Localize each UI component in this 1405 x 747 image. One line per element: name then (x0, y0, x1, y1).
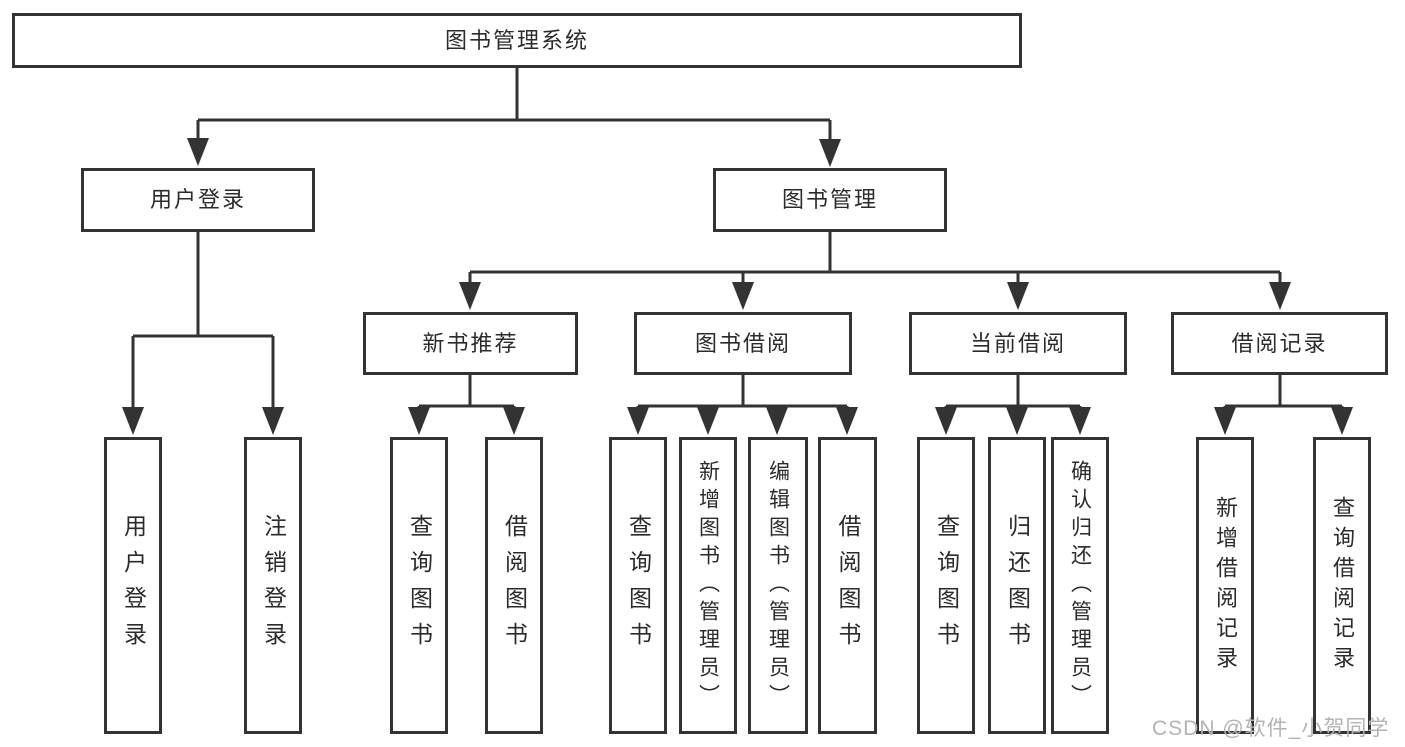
node-root-label: 图书管理系统 (444, 27, 589, 53)
watermark: CSDN @软件_小贺同学 (1152, 717, 1390, 740)
node-new-book-recommend-label: 新书推荐 (422, 330, 519, 356)
leaf-edit-books-admin-label: 编辑图书（管理员） (766, 459, 790, 712)
leaf-borrow-books-borrowing-label: 借阅图书 (835, 513, 861, 658)
leaf-add-books-admin-label: 新增图书（管理员） (696, 459, 720, 712)
leaf-query-books-recommend-label: 查询图书 (406, 513, 433, 658)
node-current-borrowing: 当前借阅 (909, 312, 1127, 375)
leaf-logout-label: 注销登录 (260, 513, 287, 658)
leaf-query-borrow-record-label: 查询借阅记录 (1330, 495, 1355, 676)
leaf-query-books-borrowing-label: 查询图书 (625, 513, 652, 658)
node-book-borrowing: 图书借阅 (634, 312, 852, 375)
leaf-return-books: 归还图书 (988, 437, 1046, 734)
node-root: 图书管理系统 (12, 13, 1022, 68)
node-book-borrowing-label: 图书借阅 (694, 330, 791, 356)
leaf-confirm-return-admin: 确认归还（管理员） (1051, 437, 1109, 734)
leaf-query-books-current-label: 查询图书 (933, 513, 960, 658)
node-user-login-label: 用户登录 (149, 187, 246, 212)
leaf-edit-books-admin: 编辑图书（管理员） (748, 437, 808, 734)
leaf-borrow-books-recommend-label: 借阅图书 (501, 513, 528, 658)
node-book-management-label: 图书管理 (781, 187, 878, 212)
node-current-borrowing-label: 当前借阅 (969, 330, 1066, 356)
leaf-query-books-borrowing: 查询图书 (609, 437, 667, 734)
leaf-query-books-recommend: 查询图书 (390, 437, 448, 734)
leaf-user-login: 用户登录 (104, 437, 162, 734)
node-user-login: 用户登录 (81, 168, 315, 232)
leaf-add-borrow-record: 新增借阅记录 (1196, 437, 1254, 734)
leaf-user-login-label: 用户登录 (120, 513, 147, 658)
leaf-logout: 注销登录 (244, 437, 302, 734)
leaf-borrow-books-recommend: 借阅图书 (485, 437, 543, 734)
node-borrow-records: 借阅记录 (1171, 312, 1388, 375)
leaf-query-books-current: 查询图书 (917, 437, 975, 734)
node-borrow-records-label: 借阅记录 (1231, 330, 1328, 356)
leaf-add-books-admin: 新增图书（管理员） (679, 437, 737, 734)
node-new-book-recommend: 新书推荐 (363, 312, 578, 375)
leaf-add-borrow-record-label: 新增借阅记录 (1213, 495, 1238, 676)
leaf-confirm-return-admin-label: 确认归还（管理员） (1068, 459, 1092, 712)
node-book-management: 图书管理 (713, 168, 947, 232)
leaf-query-borrow-record: 查询借阅记录 (1313, 437, 1371, 734)
leaf-borrow-books-borrowing: 借阅图书 (818, 437, 877, 734)
leaf-return-books-label: 归还图书 (1004, 513, 1031, 658)
